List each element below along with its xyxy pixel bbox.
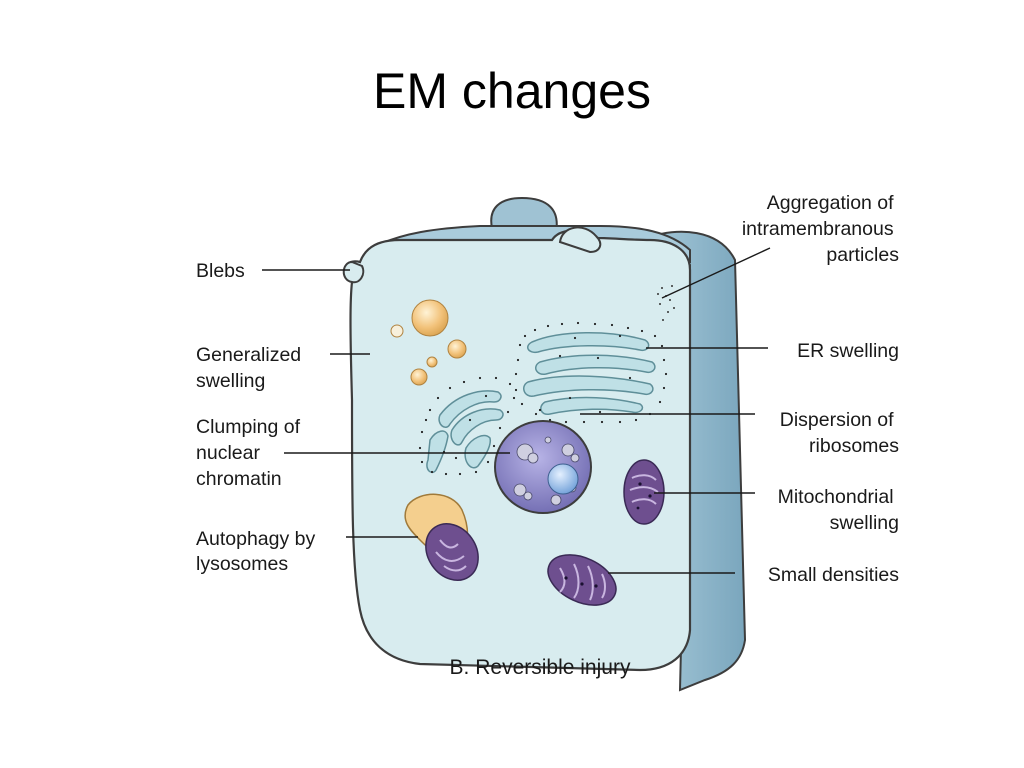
label-mitochondrial-swelling: Mitochondrial swelling xyxy=(778,486,899,534)
label-aggregation: Aggregation of intramembranous particles xyxy=(742,192,899,266)
label-dispersion-ribosomes: Dispersion of ribosomes xyxy=(780,409,899,457)
mitochondrion-swollen xyxy=(623,459,665,525)
ribosome-dots-right xyxy=(514,321,668,424)
ribosome-dots-left xyxy=(418,376,516,476)
label-autophagy: Autophagy by lysosomes xyxy=(196,528,321,575)
autophagic-lysosome xyxy=(404,493,479,581)
er-cisternae-right xyxy=(523,331,656,415)
leader-lines xyxy=(262,247,771,574)
left-bleb xyxy=(342,260,365,284)
er-cisternae-left xyxy=(426,390,504,474)
nucleolus xyxy=(547,463,579,495)
label-small-densities: Small densities xyxy=(768,564,899,586)
label-blebs: Blebs xyxy=(196,260,245,282)
chromatin-clumps xyxy=(513,436,580,506)
mitochondrion-densities xyxy=(547,554,617,606)
label-er-swelling: ER swelling xyxy=(797,340,899,362)
nucleus xyxy=(494,420,592,514)
cell-membrane-side xyxy=(637,230,747,692)
label-clumping-chromatin: Clumping of nuclear chromatin xyxy=(196,416,305,490)
vacuoles xyxy=(390,299,467,386)
right-top-bleb xyxy=(558,226,602,254)
label-generalized-swelling: Generalized swelling xyxy=(196,344,307,392)
diagram-caption: B. Reversible injury xyxy=(450,656,631,679)
top-bleb xyxy=(490,196,558,234)
slide-title: EM changes xyxy=(373,63,651,119)
